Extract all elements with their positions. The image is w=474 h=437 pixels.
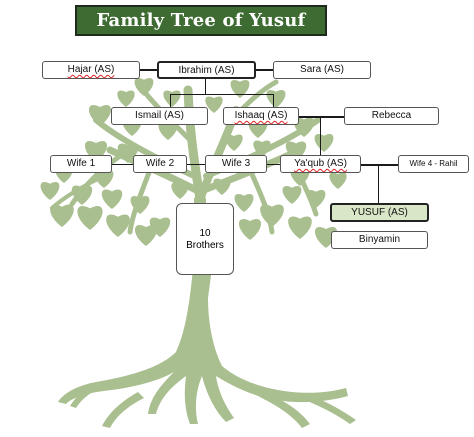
- leaf-shape: [238, 219, 262, 240]
- node-ishaaq-label: Ishaaq (AS): [234, 110, 288, 121]
- leaf-shape: [260, 204, 284, 227]
- leaf-shape: [171, 182, 189, 199]
- node-rebecca-label: Rebecca: [371, 110, 412, 121]
- leaf-shape: [282, 186, 302, 204]
- connector-to-yaqub: [320, 117, 321, 155]
- leaf-shape: [253, 140, 271, 157]
- connector-wife2-wife3: [186, 164, 206, 165]
- leaf-shape: [117, 90, 135, 107]
- connector-ibrahim-down: [205, 78, 206, 94]
- node-yusuf-label: YUSUF (AS): [351, 207, 408, 218]
- leaf-shape: [106, 214, 130, 237]
- node-yusuf: YUSUF (AS): [330, 203, 429, 222]
- leaf-shape: [71, 185, 93, 205]
- page-title: Family Tree of Yusuf (AS): [75, 5, 327, 58]
- node-binyamin-label: Binyamin: [358, 234, 401, 245]
- node-wife1-label: Wife 1: [66, 158, 96, 169]
- leaf-shape: [234, 194, 254, 212]
- leaf-shape: [163, 90, 181, 107]
- leaf-shape: [314, 134, 334, 152]
- connector-to-yusuf: [378, 165, 379, 203]
- connector-to-ismail: [170, 94, 171, 107]
- node-sara-label: Sara (AS): [300, 64, 344, 75]
- connector-sons-bar: [170, 94, 274, 95]
- node-yaqub: Ya'qub (AS): [280, 155, 361, 173]
- node-wife3-label: Wife 3: [221, 158, 251, 169]
- leaf-shape: [225, 134, 243, 151]
- node-yaqub-label: Ya'qub (AS): [294, 158, 347, 169]
- leaf-shape: [288, 216, 312, 239]
- node-wife4-label: Wife 4 - Rahil: [409, 159, 458, 168]
- connector-wife3-yaqub: [267, 164, 280, 165]
- node-wife1: Wife 1: [50, 155, 112, 173]
- node-wife2-label: Wife 2: [145, 158, 175, 169]
- leaf-shape: [213, 178, 231, 195]
- leaf-shape: [306, 190, 326, 208]
- leaf-shape: [94, 170, 114, 188]
- node-ismail-label: Ismail (AS): [135, 110, 184, 121]
- node-rebecca: Rebecca: [344, 107, 439, 125]
- node-ten-brothers: 10 Brothers: [176, 203, 234, 275]
- connector-wife1-wife2: [111, 164, 134, 165]
- node-hajar-label: Hajar (AS): [67, 64, 115, 75]
- leaf-shape: [77, 206, 103, 230]
- node-ten-brothers-count: 10: [199, 228, 211, 239]
- node-ibrahim: Ibrahim (AS): [157, 61, 256, 79]
- leaf-shape: [205, 96, 223, 113]
- connector-to-ishaaq: [273, 94, 274, 107]
- node-ismail: Ismail (AS): [111, 107, 208, 125]
- leaf-shape: [101, 189, 123, 209]
- leaf-shape: [266, 90, 286, 108]
- node-wife3: Wife 3: [205, 155, 267, 173]
- node-ishaaq: Ishaaq (AS): [223, 107, 299, 125]
- node-wife2: Wife 2: [133, 155, 187, 173]
- node-binyamin: Binyamin: [331, 231, 428, 249]
- leaf-shape: [149, 217, 171, 237]
- connector-hajar-ibrahim: [140, 69, 160, 71]
- connector-ishaaq-rebecca: [299, 116, 345, 118]
- leaf-shape: [88, 105, 112, 126]
- leaf-shape: [130, 196, 150, 214]
- node-hajar: Hajar (AS): [42, 61, 140, 79]
- node-ibrahim-label: Ibrahim (AS): [178, 65, 235, 76]
- leaf-shape: [158, 122, 178, 140]
- leaf-shape: [50, 204, 74, 227]
- tree-trunk-and-roots: [58, 268, 356, 428]
- node-sara: Sara (AS): [273, 61, 371, 79]
- node-ten-brothers-label: Brothers: [186, 240, 224, 251]
- node-wife4: Wife 4 - Rahil: [398, 155, 469, 173]
- connector-yaqub-wife4: [361, 164, 398, 166]
- leaf-shape: [134, 78, 154, 96]
- leaf-shape: [40, 182, 60, 200]
- leaf-shape: [230, 80, 250, 98]
- leaf-shape: [329, 172, 347, 189]
- leaf-shape: [134, 225, 158, 246]
- connector-ibrahim-sara: [255, 69, 273, 71]
